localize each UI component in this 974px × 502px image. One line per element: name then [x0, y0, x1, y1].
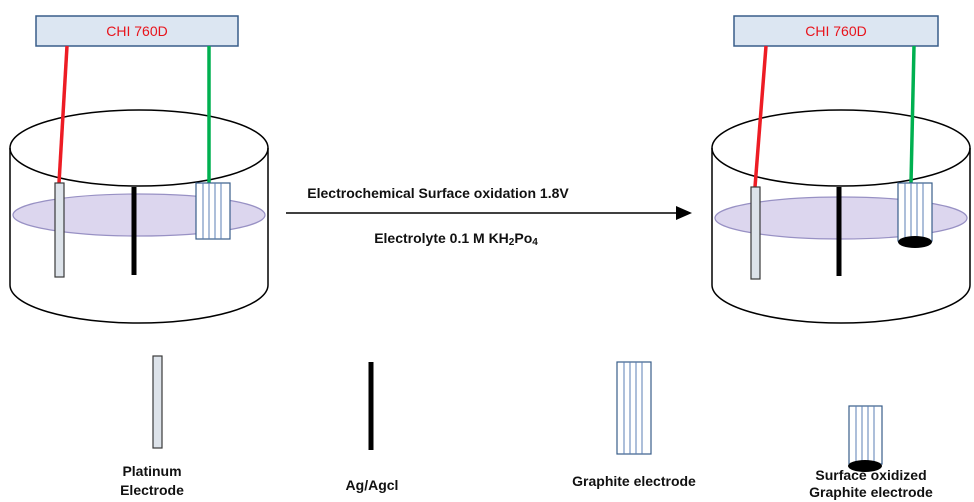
legend-oxidized-graphite: Surface oxidized Graphite electrode	[809, 405, 933, 500]
left-instrument-label: CHI 760D	[106, 23, 167, 39]
legend-oxidized-label-2: Graphite electrode	[809, 484, 933, 500]
legend-graphite-icon	[616, 361, 652, 455]
left-cell-rim	[9, 109, 269, 187]
process-step-label: Electrochemical Surface oxidation 1.8V	[307, 185, 569, 201]
legend-platinum-label-1: Platinum	[122, 463, 181, 479]
right-cell-rim	[711, 109, 971, 187]
left-platinum-electrode	[54, 182, 65, 278]
legend-agagcl: Ag/Agcl	[346, 362, 399, 493]
right-oxidized-tip	[898, 236, 932, 248]
right-oxidized-graphite-electrode	[897, 182, 933, 248]
legend-agagcl-label: Ag/Agcl	[346, 477, 399, 493]
legend-graphite: Graphite electrode	[572, 361, 696, 489]
legend-platinum-icon	[152, 355, 163, 449]
legend-oxidized-label-1: Surface oxidized	[815, 467, 926, 483]
legend-graphite-label: Graphite electrode	[572, 473, 696, 489]
electrolyte-label: Electrolyte 0.1 M KH2Po4	[374, 230, 538, 248]
right-instrument: CHI 760D	[733, 15, 939, 47]
right-arrow-icon	[676, 206, 692, 220]
process: Electrochemical Surface oxidation 1.8V E…	[286, 185, 692, 248]
right-platinum-electrode	[750, 186, 761, 280]
right-red-wire	[753, 45, 768, 188]
right-instrument-box	[733, 15, 939, 47]
right-instrument-label: CHI 760D	[805, 23, 866, 39]
legend: Platinum Electrode Ag/Agcl Graphite elec…	[120, 355, 933, 500]
legend-oxidized-graphite-icon	[848, 405, 883, 472]
legend-platinum-label-2: Electrode	[120, 482, 184, 498]
legend-platinum: Platinum Electrode	[120, 355, 184, 498]
left-instrument: CHI 760D	[35, 15, 239, 47]
left-setup: CHI 760D	[9, 15, 269, 324]
right-green-wire	[909, 45, 916, 184]
left-red-wire	[57, 45, 69, 184]
left-graphite-electrode	[195, 182, 231, 240]
right-setup: CHI 760D	[711, 15, 971, 324]
left-instrument-box	[35, 15, 239, 47]
